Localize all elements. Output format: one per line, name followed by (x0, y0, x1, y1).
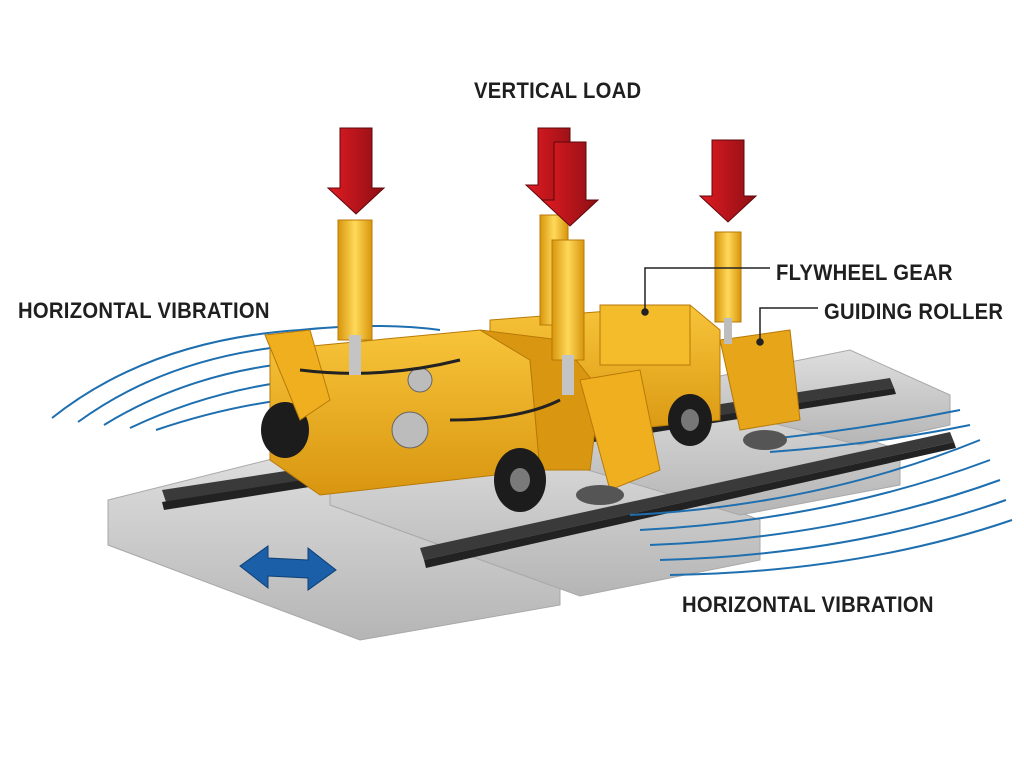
horizontal-vibration-label-right: HORIZONTAL VIBRATION (682, 592, 934, 617)
leader-lines (641, 267, 818, 346)
horizontal-vibration-label-left: HORIZONTAL VIBRATION (18, 298, 270, 323)
vibration-waves-left (51, 325, 441, 431)
guiding-roller-label: GUIDING ROLLER (824, 299, 1004, 324)
rail-right (420, 432, 954, 560)
vibration-waves-right (629, 409, 1013, 576)
down-arrow-icon (540, 141, 600, 227)
machine-front-unit (261, 214, 661, 512)
flywheel-gear-label: FLYWHEEL GEAR (776, 260, 953, 285)
vertical-load-label: VERTICAL LOAD (474, 78, 642, 103)
down-arrow-icon (698, 139, 758, 223)
down-arrow-icon (326, 127, 386, 215)
vertical-load-arrows (326, 127, 758, 227)
double-arrow-icon (239, 545, 337, 591)
